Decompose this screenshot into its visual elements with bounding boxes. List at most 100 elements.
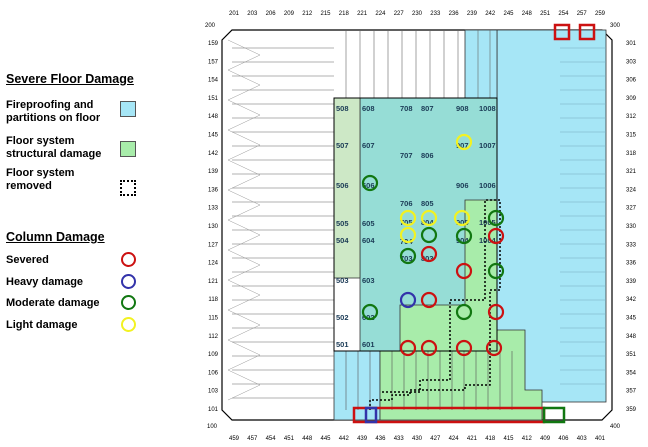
right-column-number: 342 — [626, 297, 637, 303]
left-column-number: 127 — [208, 242, 219, 248]
column-label: 806 — [421, 151, 434, 160]
column-label: 1008 — [479, 104, 496, 113]
right-column-number: 333 — [626, 242, 637, 248]
column-label: 602 — [362, 313, 375, 322]
left-column-number: 159 — [208, 41, 219, 47]
right-column-number: 312 — [626, 114, 637, 120]
severe-floor-damage-title: Severe Floor Damage — [6, 72, 134, 86]
bottom-column-number: 427 — [430, 436, 441, 442]
ring-moderate — [361, 174, 379, 192]
ring-severed — [455, 339, 473, 357]
bottom-column-number: 406 — [558, 436, 569, 442]
right-column-number: 357 — [626, 389, 637, 395]
ring-moderate — [487, 262, 505, 280]
ring-severed — [420, 291, 438, 309]
fireproofing-sw-region — [333, 350, 381, 421]
left-column-number: 109 — [208, 352, 219, 358]
column-label: 804 — [421, 218, 434, 227]
column-label: 508 — [336, 104, 349, 113]
column-label: 601 — [362, 340, 375, 349]
ring-moderate — [420, 226, 438, 244]
light-damage-label: Light damage — [6, 319, 78, 331]
bottom-column-number: 442 — [339, 436, 350, 442]
bottom-column-number: 401 — [595, 436, 606, 442]
structural-damage-label: Floor system structural damage — [6, 135, 102, 160]
left-column-number: 151 — [208, 96, 219, 102]
top-severed-box-1 — [553, 23, 571, 41]
structural-damage-west-strip — [333, 97, 361, 279]
bottom-column-number: 424 — [449, 436, 460, 442]
floor-slats-east — [560, 47, 606, 385]
left-column-number: 101 — [208, 407, 219, 413]
top-column-number: 215 — [320, 11, 331, 17]
bottom-column-number: 409 — [540, 436, 551, 442]
right-column-number: 327 — [626, 206, 637, 212]
left-column-number: 118 — [208, 297, 218, 303]
column-label: 1005 — [479, 218, 496, 227]
ring-light — [453, 209, 471, 227]
column-label: 608 — [362, 104, 375, 113]
fireproofing-north-region — [464, 29, 498, 99]
column-label: 1006 — [479, 181, 496, 190]
structural-damage-swatch — [120, 141, 136, 157]
top-column-number: 259 — [595, 11, 606, 17]
column-label: 905 — [456, 218, 469, 227]
top-column-number: 227 — [394, 11, 405, 17]
top-column-number: 245 — [503, 11, 514, 17]
corner-400: 400 — [610, 424, 621, 430]
right-column-number: 303 — [626, 59, 637, 65]
column-label: 805 — [421, 199, 434, 208]
top-column-number: 203 — [247, 11, 258, 17]
right-column-number: 330 — [626, 224, 637, 230]
ring-light — [399, 209, 417, 227]
left-column-number: 145 — [208, 133, 219, 139]
bottom-column-number: 439 — [357, 436, 368, 442]
floor-removed-label: Floor system removed — [6, 167, 75, 192]
right-column-number: 306 — [626, 78, 637, 84]
left-column-number: 124 — [208, 261, 219, 267]
left-column-number: 133 — [208, 206, 219, 212]
floor-slats-north — [345, 30, 491, 98]
column-label: 504 — [336, 236, 349, 245]
top-column-number: 251 — [540, 11, 551, 17]
bottom-column-number: 403 — [577, 436, 588, 442]
moderate-damage-ring-icon — [121, 295, 136, 310]
bottom-column-number: 412 — [522, 436, 533, 442]
left-column-number: 157 — [208, 59, 219, 65]
right-column-number: 336 — [626, 261, 637, 267]
bottom-column-number: 457 — [247, 436, 258, 442]
column-label: 907 — [456, 141, 469, 150]
column-label: 906 — [456, 181, 469, 190]
left-column-number: 121 — [208, 279, 219, 285]
bottom-column-number: 436 — [375, 436, 386, 442]
column-label: 507 — [336, 141, 349, 150]
bottom-column-number: 418 — [485, 436, 496, 442]
top-column-number: 209 — [284, 11, 295, 17]
corner-300: 300 — [610, 23, 621, 29]
top-column-number: 242 — [485, 11, 496, 17]
right-column-number: 324 — [626, 187, 637, 193]
top-column-number: 239 — [467, 11, 478, 17]
column-label: 807 — [421, 104, 434, 113]
right-column-number: 345 — [626, 316, 637, 322]
floor-removed-swatch — [120, 180, 136, 196]
ring-heavy — [399, 291, 417, 309]
ring-severed — [455, 262, 473, 280]
right-column-numbers: 3013033063093123153183213243273303333363… — [626, 41, 637, 413]
ring-moderate — [455, 303, 473, 321]
left-column-number: 148 — [208, 114, 219, 120]
column-label: 605 — [362, 219, 375, 228]
top-column-number: 254 — [558, 11, 569, 17]
bottom-column-number: 433 — [394, 436, 405, 442]
heavy-damage-label: Heavy damage — [6, 276, 84, 288]
ring-severed — [399, 339, 417, 357]
ring-light — [399, 226, 417, 244]
column-label: 604 — [362, 236, 375, 245]
left-column-number: 142 — [208, 151, 219, 157]
ring-severed — [420, 339, 438, 357]
west-hatching — [227, 39, 261, 401]
fireproofing-label: Fireproofing and partitions on floor — [6, 99, 101, 124]
column-label: 705 — [400, 218, 413, 227]
